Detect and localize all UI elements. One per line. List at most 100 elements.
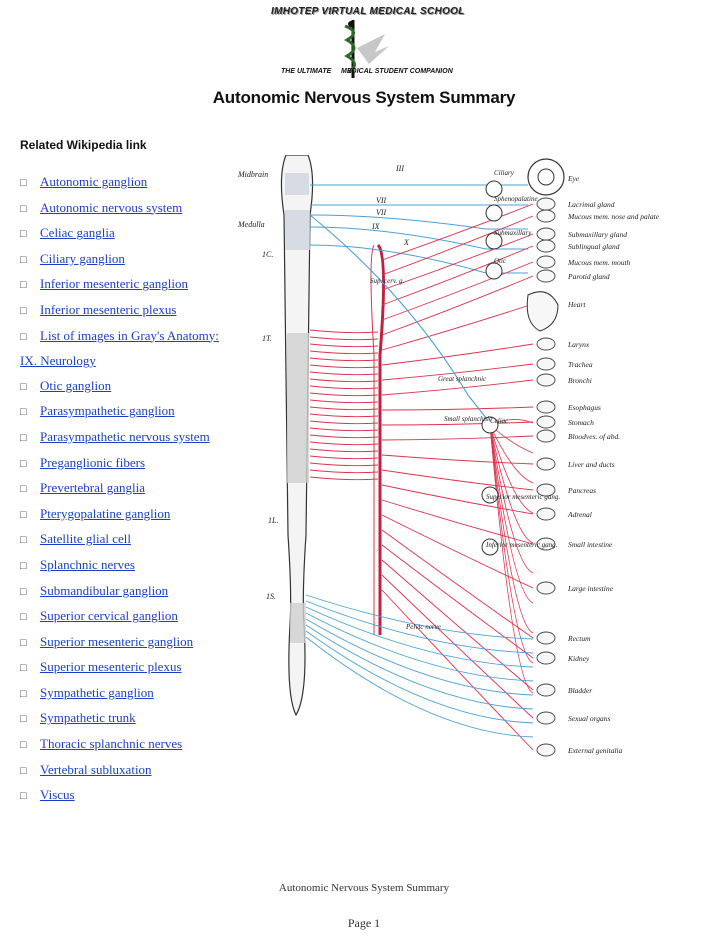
link-celiac-ganglia[interactable]: □Celiac ganglia [20,221,220,247]
sympathetic-fiber [489,424,534,574]
sympathetic-fiber [381,544,534,659]
link-sympathetic-ganglion[interactable]: □Sympathetic ganglion [20,681,220,707]
link-inferior-mesenteric-ganglion[interactable]: □Inferior mesenteric ganglion [20,272,220,298]
sympathetic-fiber [309,420,379,425]
link-viscus[interactable]: □Viscus [20,783,220,809]
bullet-icon: □ [20,380,27,393]
link-superior-mesenteric-plexus[interactable]: □Superior mesenteric plexus [20,655,220,681]
bullet-icon: □ [20,790,27,803]
spinal-cord [280,155,314,717]
ganglion-label: Inferior mesenteric gang. [485,541,558,549]
region-label: 1L. [268,516,278,525]
sympathetic-fiber [309,399,379,404]
organ-label: Kidney [567,654,590,663]
organ-shape [536,239,556,253]
link-parasympathetic-ganglion[interactable]: □Parasympathetic ganglion [20,399,220,425]
link-thoracic-splanchnic-nerves[interactable]: □Thoracic splanchnic nerves [20,732,220,758]
organ-shape [536,357,556,371]
link-superior-cervical-ganglion[interactable]: □Superior cervical ganglion [20,604,220,630]
organ-label: Mucous mem. nose and palate [567,212,660,221]
bullet-icon: □ [20,253,27,266]
sympathetic-fiber [309,413,379,418]
sympathetic-fiber [309,455,379,460]
link-autonomic-nervous-system[interactable]: □Autonomic nervous system [20,196,220,222]
ganglion-label: Sphenopalatine [494,195,538,203]
sympathetic-fiber [489,424,534,664]
sympathetic-fiber [489,424,534,634]
link-prevertebral-ganglia[interactable]: □Prevertebral ganglia [20,476,220,502]
link-superior-mesenteric-ganglion[interactable]: □Superior mesenteric ganglion [20,630,220,656]
organ-label: Trachea [568,360,593,369]
link-inferior-mesenteric-plexus[interactable]: □Inferior mesenteric plexus [20,298,220,324]
sympathetic-fiber [309,476,379,481]
region-label: 1S. [266,592,276,601]
vagus-nerve [309,214,491,424]
bullet-icon: □ [20,279,27,292]
sympathetic-fiber [381,435,534,441]
organ-shape [536,457,556,471]
link-ciliary-ganglion[interactable]: □Ciliary ganglion [20,247,220,273]
bullet-icon: □ [20,662,27,675]
sympathetic-fiber [381,589,534,751]
sympathetic-fiber [381,203,534,261]
link-pterygopalatine-ganglion[interactable]: □Pterygopalatine ganglion [20,502,220,528]
organ-shape [536,537,556,551]
sympathetic-fiber [309,462,379,467]
link-parasympathetic-nervous-system[interactable]: □Parasympathetic nervous system [20,425,220,451]
organ-label: Bronchi [568,376,592,385]
link-satellite-glial-cell[interactable]: □Satellite glial cell [20,527,220,553]
region-label: Midbrain [237,170,268,179]
bullet-icon: □ [20,585,27,598]
cranial-nerve-label: X [403,238,410,247]
sympathetic-fiber [309,378,379,383]
link-otic-ganglion[interactable]: □Otic ganglion [20,374,220,400]
sympathetic-fiber [309,385,379,390]
sympathetic-fiber [381,379,534,396]
bullet-icon: □ [20,687,27,700]
sympathetic-fiber [489,424,534,544]
parasympathetic-fiber [305,636,534,738]
cranial-nerve-label: III [395,164,404,173]
ganglion-node [485,204,503,222]
sympathetic-fiber [309,357,379,362]
ganglion-node [481,486,499,504]
link-splanchnic-nerves[interactable]: □Splanchnic nerves [20,553,220,579]
bullet-icon: □ [20,534,27,547]
ganglion-label: Submaxillary [494,229,532,237]
sympathetic-fiber [489,424,534,484]
sympathetic-fiber [309,406,379,411]
sympathetic-fiber [381,469,534,491]
ganglion-label: Small splanchnic [444,415,493,423]
sympathetic-fiber [381,574,534,719]
cranial-nerve-label: VII [376,208,387,217]
cranial-nerve-label: VII [376,196,387,205]
organ-shape [536,651,556,665]
organ-shape [536,337,556,351]
heart-icon [526,291,559,332]
link-autonomic-ganglion[interactable]: □Autonomic ganglion [20,170,220,196]
parasympathetic-fiber [305,606,534,668]
region-label: 1T. [262,334,272,343]
sympathetic-fiber [489,424,534,604]
organ-shape [536,683,556,697]
ganglion-node [485,180,503,198]
school-name: IMHOTEP VIRTUAL MEDICAL SCHOOL [271,6,465,17]
organ-label: Larynx [567,340,590,349]
organ-label: Adrenal [567,510,592,519]
ganglion-node [481,538,499,556]
link-vertebral-subluxation[interactable]: □Vertebral subluxation [20,758,220,784]
sympathetic-fiber [309,427,379,432]
link-preganglionic-fibers[interactable]: □Preganglionic fibers [20,451,220,477]
link-submandibular-ganglion[interactable]: □Submandibular ganglion [20,579,220,605]
link-sympathetic-trunk[interactable]: □Sympathetic trunk [20,706,220,732]
link-grays-anatomy-images[interactable]: □List of images in Gray's Anatomy: IX. N… [20,324,220,374]
ganglion-label: Pelvic nerve [405,623,441,631]
bullet-icon: □ [20,177,27,189]
organ-label: Lacrimal gland [567,200,615,209]
organ-shape [536,429,556,443]
parasympathetic-fiber [309,226,528,250]
sympathetic-fiber [381,303,534,351]
